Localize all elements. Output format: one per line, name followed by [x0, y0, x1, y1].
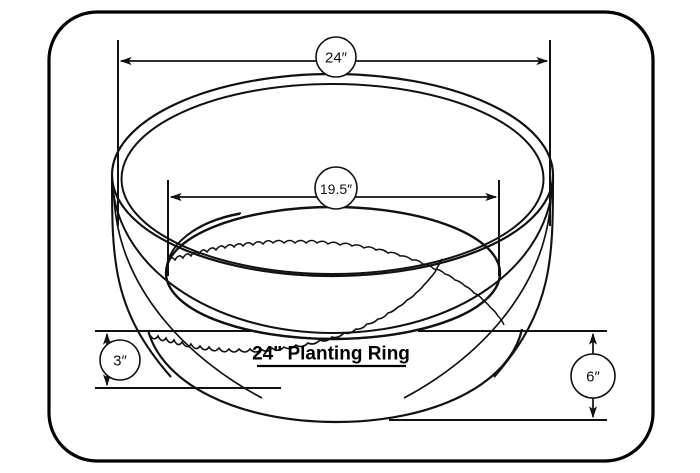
dimension-overall-height: 6″ [389, 330, 616, 421]
planting-ring-body [110, 72, 555, 424]
dim-label-195: 19.5″ [320, 181, 352, 197]
ring-bottom-serration-teeth [149, 258, 443, 353]
dim-bubble-3in [99, 339, 141, 381]
ring-outer-left-wall [110, 174, 172, 378]
dim-bubble-195 [314, 166, 358, 210]
ring-bottom-back-contour [111, 174, 554, 335]
dim-bubble-24 [315, 36, 357, 78]
ring-bottom-edge-baseline [146, 328, 524, 424]
drawing-title: 24" Planting Ring [252, 344, 410, 365]
ring-inner-lower-wall [165, 272, 501, 340]
ring-top-rim-inner-line [120, 83, 545, 275]
ring-serration-teeth-group [167, 239, 505, 326]
ring-right-lower-flare [403, 195, 552, 399]
dim-label-6in: 6″ [586, 369, 600, 386]
drawing-title-group: 24" Planting Ring [252, 344, 410, 368]
dimension-inner-diameter: 19.5″ [167, 166, 500, 276]
dimension-lip-height: 3″ [95, 330, 281, 389]
dim-bubble-6in [570, 353, 616, 399]
dim-label-24: 24″ [325, 50, 348, 67]
serration-wave-upper [167, 239, 505, 326]
ring-left-lower-flare [113, 195, 263, 399]
dimension-outer-diameter: 24″ [117, 36, 551, 226]
dim-label-3in: 3″ [113, 353, 127, 370]
drawing-border [47, 10, 655, 463]
